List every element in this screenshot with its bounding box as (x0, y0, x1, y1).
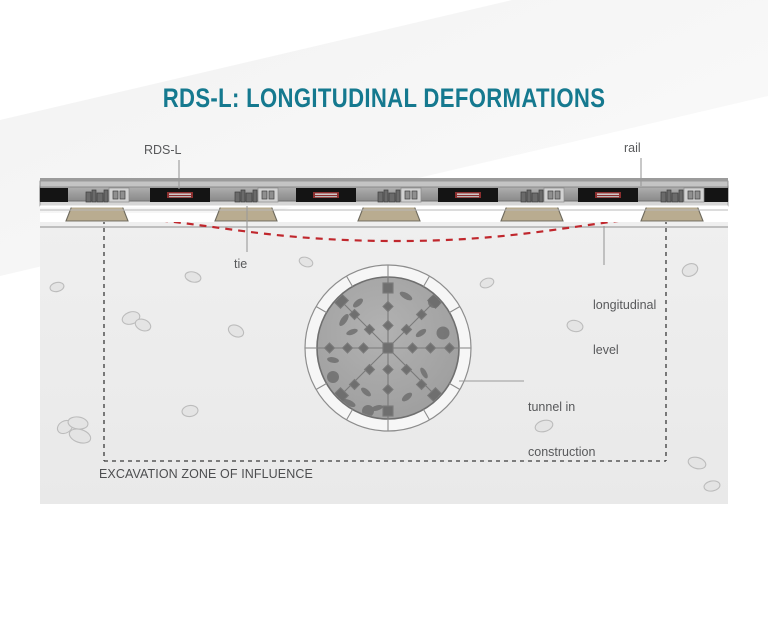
tunnel-in-construction (304, 264, 472, 432)
label-excavation-zone: EXCAVATION ZONE OF INFLUENCE (99, 467, 313, 481)
label-leader-lines (178, 158, 642, 265)
label-longitudinal-level-line1: longitudinal (593, 298, 657, 312)
track-structure (39, 178, 729, 222)
rds-l-sensor-group (40, 188, 728, 202)
label-rail: rail (624, 141, 641, 155)
label-rds-l: RDS-L (144, 143, 182, 157)
label-tie: tie (234, 257, 248, 271)
longitudinal-deformation-curve (95, 213, 677, 243)
page-title: RDS-L: LONGITUDINAL DEFORMATIONS (162, 83, 606, 113)
label-tunnel-in-construction: tunnel in construction (528, 370, 595, 475)
excavation-zone-boundary (103, 212, 667, 462)
label-longitudinal-level: longitudinal level (593, 268, 656, 373)
label-longitudinal-level-line2: level (593, 343, 619, 357)
soil-texture (49, 256, 721, 492)
rail-fastener-group (85, 187, 705, 203)
label-tunnel-line2: construction (528, 445, 596, 459)
label-tunnel-line1: tunnel in (528, 400, 576, 414)
